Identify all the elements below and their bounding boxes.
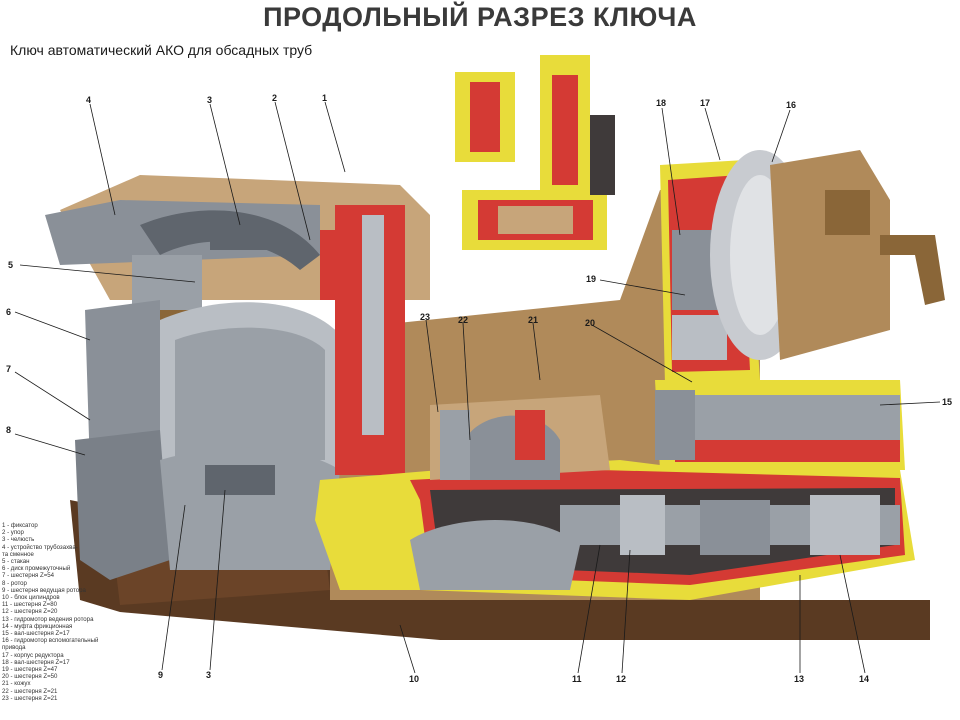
legend-item: 5 - стакан (2, 558, 30, 566)
legend-item: 12 - шестерня Z=20 (2, 608, 58, 616)
legend-item: 13 - гидромотор ведения ротора (2, 615, 94, 623)
bevel-gear (410, 520, 580, 590)
legend-item: 4 - устройство трубозахва- (2, 543, 78, 551)
gear-23 (440, 410, 470, 480)
legend-item: 14 - муфта фрикционная (2, 622, 73, 630)
gear-20 (655, 390, 695, 460)
legend-item: 1 - фиксатор (2, 522, 38, 529)
callout-22: 22 (458, 315, 468, 325)
gear-11 (620, 495, 665, 555)
shaft-15 (675, 395, 900, 440)
legend-item: 11 - шестерня Z=80 (2, 601, 57, 609)
callout-3: 3 (207, 95, 212, 105)
clutch-14 (810, 495, 880, 555)
callout-11: 11 (572, 674, 582, 684)
callout-19: 19 (586, 274, 596, 284)
legend-item: та сменное (2, 550, 34, 558)
gear-19 (672, 315, 727, 360)
callout-16: 16 (786, 100, 796, 110)
legend-item: 8 - ротор (2, 579, 27, 587)
legend-item: 16 - гидромотор вспомогательный (2, 637, 99, 645)
legend-item: 3 - челюсть (2, 536, 35, 544)
rotor-body-6 (85, 300, 160, 470)
callout-21: 21 (528, 315, 538, 325)
callout-12: 12 (616, 674, 626, 684)
callout-20: 20 (585, 318, 595, 328)
rotor-ring-inner (175, 327, 325, 460)
callout-15: 15 (942, 397, 952, 407)
leader-lines (14, 101, 941, 674)
motor-16-body (770, 150, 890, 360)
legend-item: 23 - шестерня Z=21 (2, 694, 58, 702)
motor-16-cap (825, 190, 870, 235)
shaft-15-red (675, 440, 900, 462)
legend-item: привода (2, 644, 26, 652)
parts-legend: 1 - фиксатор 2 - упор 3 - челюсть 4 - ус… (2, 522, 120, 702)
rotor-lower-8 (75, 430, 170, 580)
callout-7: 7 (6, 364, 11, 374)
rotor-gear-3 (210, 225, 280, 250)
callout-8: 8 (6, 425, 11, 435)
callout-4: 4 (86, 95, 91, 105)
gear-22-red (515, 410, 545, 460)
legend-item: 19 - шестерня Z=47 (2, 666, 58, 674)
callout-14: 14 (859, 674, 869, 684)
legend-item: 10 - блок цилиндров (2, 594, 60, 602)
gear-22 (465, 415, 560, 480)
legend-item: 17 - корпус редуктора (2, 651, 64, 659)
callout-5: 5 (8, 260, 13, 270)
callout-6: 6 (6, 307, 11, 317)
legend-item: 7 - шестерня Z=54 (2, 572, 55, 580)
inset-drawing (455, 55, 615, 250)
legend-item: 2 - упор (2, 529, 24, 537)
legend-item: 21 - кожух (2, 680, 31, 688)
legend-item: 20 - шестерня Z=50 (2, 673, 58, 681)
page-subtitle: Ключ автоматический АКО для обсадных тру… (10, 42, 313, 58)
shaft-steel (362, 215, 384, 435)
shaft-block-top (320, 230, 350, 300)
legend-item: 22 - шестерня Z=21 (2, 687, 58, 695)
legend-item: 18 - вал-шестерня Z=17 (2, 658, 70, 666)
legend-item: 9 - шестерня ведущая ротора (2, 586, 86, 594)
callout-18: 18 (656, 98, 666, 108)
callout-10: 10 (409, 674, 419, 684)
legend-item: 6 - диск промежуточный (2, 565, 71, 573)
callout-2: 2 (272, 93, 277, 103)
page-title: ПРОДОЛЬНЫЙ РАЗРЕЗ КЛЮЧА (263, 2, 697, 32)
base-plate (70, 500, 930, 640)
callout-17: 17 (700, 98, 710, 108)
callout-9: 9 (158, 670, 163, 680)
callout-23: 23 (420, 312, 430, 322)
legend-item: 15 - вал-шестерня Z=17 (2, 630, 70, 638)
callout-1: 1 (322, 93, 327, 103)
callout-3b: 3 (206, 670, 211, 680)
gear-12 (700, 500, 770, 555)
callout-13: 13 (794, 674, 804, 684)
motor-16-pipe (880, 235, 945, 305)
rotor-gear-9 (205, 465, 275, 495)
